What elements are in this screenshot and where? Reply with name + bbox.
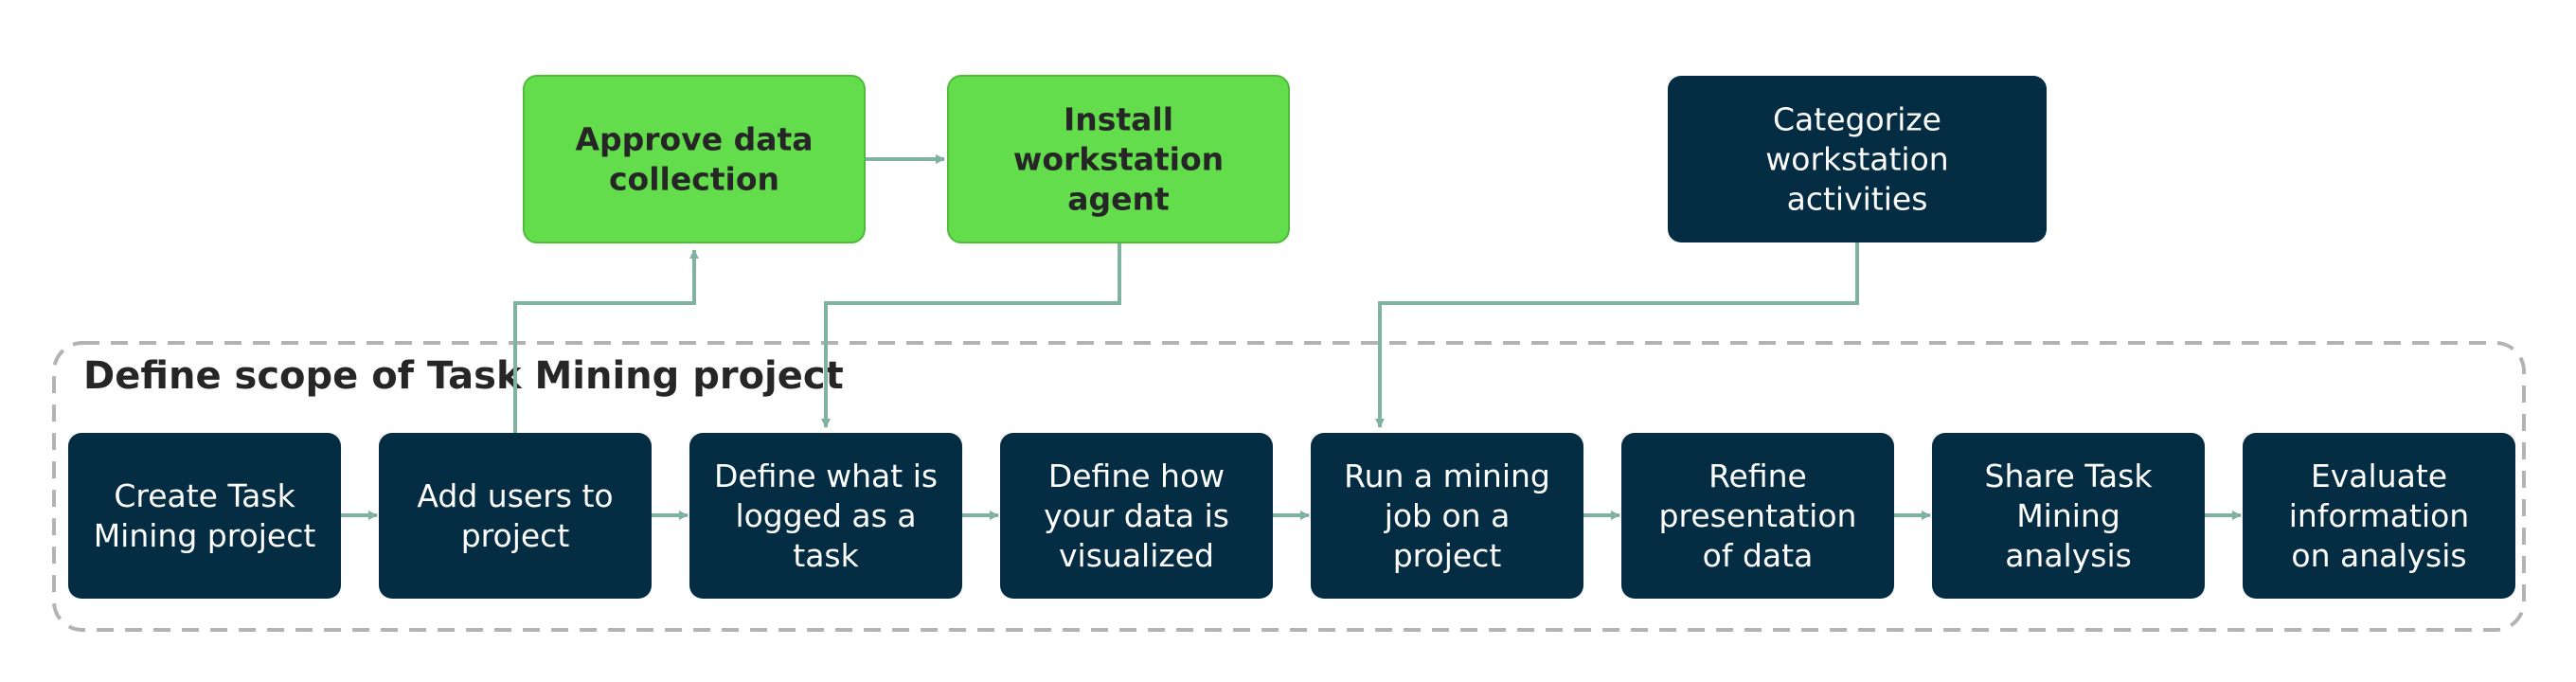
- edge-categorize-workstation-activities-to-run-mining-job: [1375, 242, 1859, 428]
- node-box-run-mining-job: [1311, 433, 1583, 599]
- node-label-line: Create Task: [114, 477, 295, 514]
- edges-layer: [341, 154, 2242, 520]
- node-label-line: project: [461, 517, 570, 554]
- node-label-line: on analysis: [2291, 537, 2466, 574]
- node-box-approve-data-collection: [523, 75, 866, 243]
- node-box-define-what-is-logged: [689, 433, 962, 599]
- group-title: Define scope of Task Mining project: [83, 354, 844, 398]
- node-box-add-users-to-project: [379, 433, 652, 599]
- node-label-line: of data: [1703, 537, 1814, 574]
- node-box-share-task-mining-analysis: [1932, 433, 2205, 599]
- node-box-install-workstation-agent: [947, 75, 1290, 243]
- node-box-categorize-workstation-activities: [1668, 76, 2047, 242]
- node-label-line: information: [2289, 497, 2469, 534]
- node-label-line: analysis: [2005, 537, 2132, 574]
- node-label-line: Approve data: [575, 121, 813, 158]
- node-label-line: Add users to: [417, 477, 613, 514]
- node-label-line: Categorize: [1773, 101, 1941, 138]
- node-label-line: workstation: [1765, 141, 1948, 178]
- node-label-line: agent: [1067, 181, 1170, 218]
- node-label-line: project: [1393, 537, 1502, 574]
- node-label-line: Share Task: [1985, 458, 2154, 494]
- node-box-evaluate-information: [2243, 433, 2515, 599]
- node-label-line: Mining project: [94, 517, 316, 554]
- node-box-refine-presentation: [1621, 433, 1894, 599]
- node-label-line: Install: [1064, 101, 1173, 138]
- group-container-define-scope: [52, 341, 2526, 632]
- node-label-line: Evaluate: [2311, 458, 2447, 494]
- node-label-line: Define how: [1048, 458, 1225, 494]
- edge-add-users-to-project-to-approve-data-collection: [513, 249, 699, 433]
- node-label-line: your data is: [1044, 497, 1229, 534]
- node-label-line: activities: [1787, 181, 1928, 218]
- node-label-line: Mining: [2016, 497, 2120, 534]
- node-label-line: workstation: [1013, 141, 1224, 178]
- node-box-define-how-data-visualized: [1000, 433, 1273, 599]
- node-label-line: collection: [609, 161, 779, 198]
- node-label-line: job on a: [1384, 497, 1511, 534]
- node-label-line: Refine: [1708, 458, 1807, 494]
- node-label-line: logged as a: [735, 497, 916, 534]
- node-label-line: presentation: [1659, 497, 1857, 534]
- node-label-line: Define what is: [714, 458, 938, 494]
- node-box-create-task-mining-project: [68, 433, 341, 599]
- node-label-line: task: [793, 537, 859, 574]
- node-label-line: Run a mining: [1344, 458, 1550, 494]
- node-label-line: visualized: [1059, 537, 1214, 574]
- edge-install-workstation-agent-to-define-what-is-logged: [821, 242, 1121, 428]
